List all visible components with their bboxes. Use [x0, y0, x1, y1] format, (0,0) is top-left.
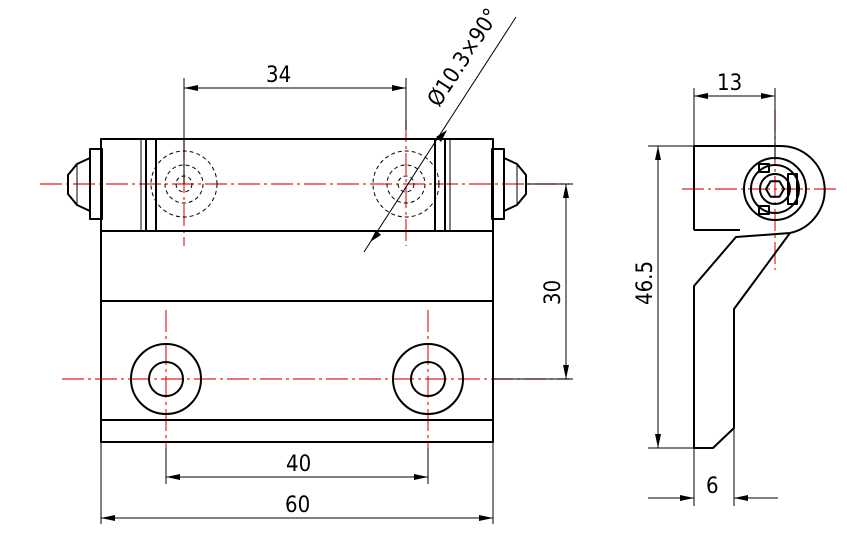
- right-pin-bore-hidden: [386, 164, 426, 204]
- height-pin-to-hole-label: 30: [541, 280, 566, 305]
- right-countersunk-hole-outer: [392, 343, 464, 415]
- side-spring-clip: [787, 173, 798, 205]
- side-knuckle-pin: [759, 173, 791, 205]
- overall-width-label: 60: [285, 493, 310, 518]
- side-height-label: 46.5: [633, 261, 658, 305]
- side-profile-outline: [693, 145, 826, 449]
- mounting-leaf: [100, 230, 494, 443]
- chamfer-callout-label: Ø10.3×90°: [423, 4, 505, 111]
- right-pin-bore-hidden: [372, 150, 440, 218]
- side-hex-socket-icon: [765, 180, 785, 198]
- left-pin-bore-hidden: [164, 164, 204, 204]
- hole-spacing-label: 40: [286, 452, 311, 477]
- front-view: 34 Ø10.3×90° 30 40 60: [40, 4, 573, 524]
- knuckle-width-label: 13: [717, 71, 742, 96]
- side-spring-clip: [758, 163, 770, 173]
- side-knuckle-bore: [750, 164, 800, 214]
- pin-spacing-label: 34: [266, 63, 291, 88]
- side-spring-clip: [758, 205, 770, 215]
- right-pin-bore-hidden: [397, 175, 415, 193]
- left-countersunk-hole-outer: [130, 343, 202, 415]
- side-view: 13 46.5 6: [633, 71, 838, 506]
- left-countersunk-hole-inner: [148, 361, 184, 397]
- right-countersunk-hole-inner: [410, 361, 446, 397]
- leaf-thickness-label: 6: [706, 474, 719, 499]
